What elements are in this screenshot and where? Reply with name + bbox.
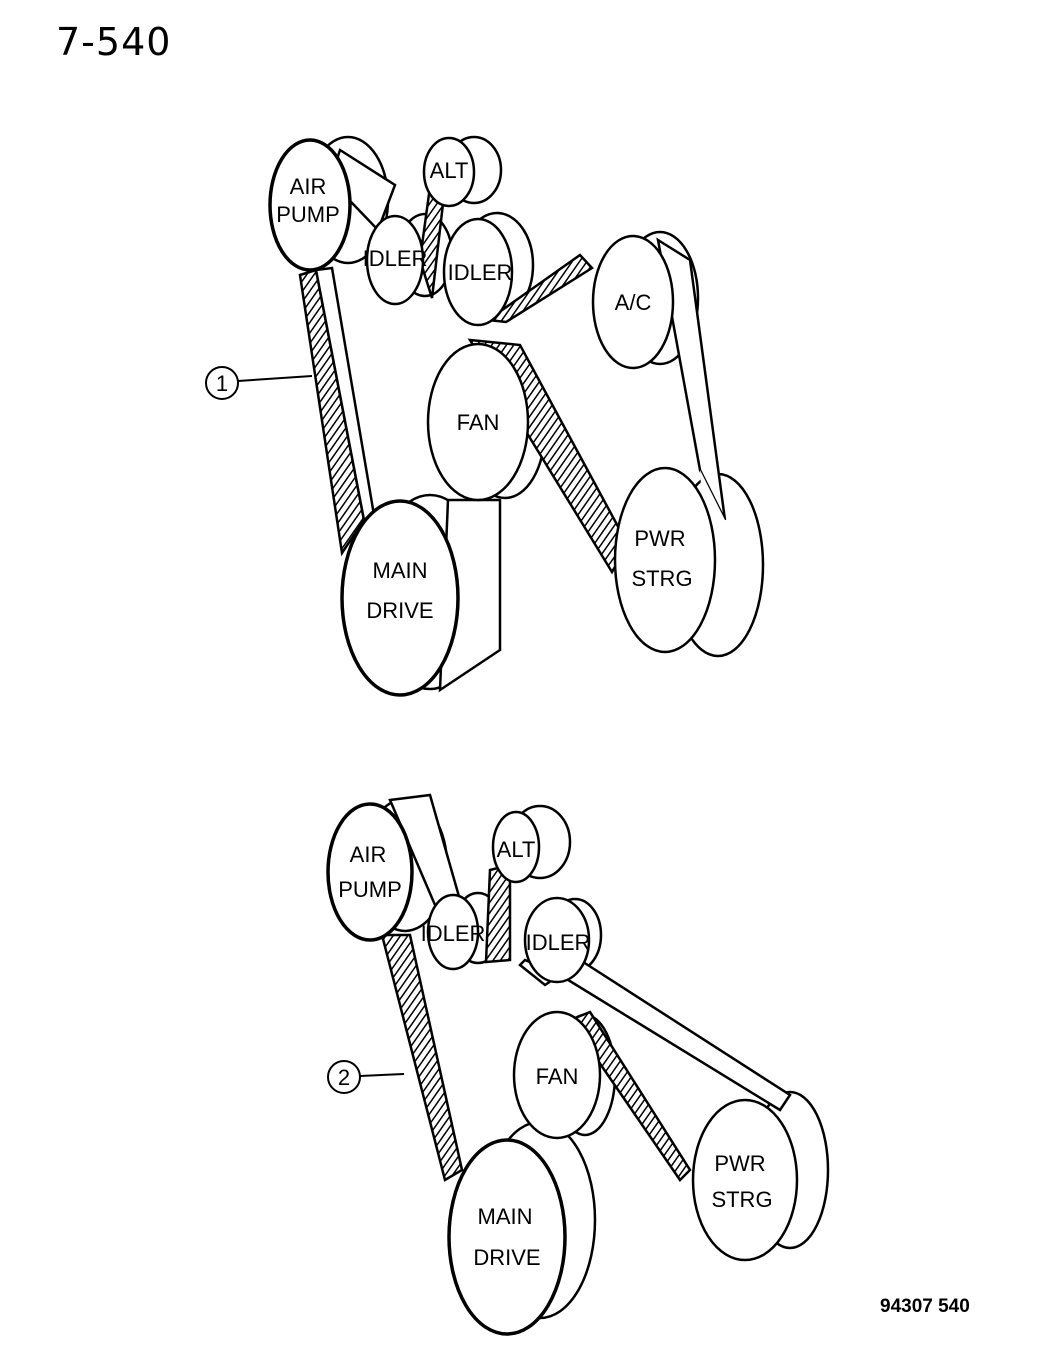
main-drive-label-l2: DRIVE [366,598,433,623]
alt-pulley-2 [491,810,541,884]
air-pump-pulley-2 [326,802,414,942]
air-pump-label-l2: PUMP [276,202,340,227]
idler-right-2-label: IDLER [526,930,591,955]
diagram-1 [205,135,765,697]
idler-left-2-label: IDLER [421,921,486,946]
idler-right-label: IDLER [448,260,513,285]
air-pump-label-l1: AIR [290,174,327,199]
idler-right-pulley [442,217,514,327]
alt-pulley [422,136,476,208]
pwr-strg-pulley-2 [691,1098,799,1262]
figure-code: 94307 540 [880,1296,970,1317]
page-code: 7-540 [56,20,172,64]
fan-pulley [426,342,530,502]
alt-2-label: ALT [497,837,536,862]
fan-2-label: FAN [536,1064,579,1089]
pwr-strg-label-l1: PWR [634,526,685,551]
diagram-1-belt [298,148,760,693]
idler-left-label: IDLER [363,246,428,271]
air-pump-2-label-l1: AIR [350,842,387,867]
diagram-2-pulley-fronts [326,802,799,1336]
main-drive-label-l1: MAIN [373,558,428,583]
callout-1-number: 1 [216,371,228,396]
alt-label: ALT [430,158,469,183]
idler-left-pulley-2 [426,893,480,971]
ac-pulley [591,234,675,370]
air-pump-2-label-l2: PUMP [338,877,402,902]
pwr-strg-pulley [613,466,717,654]
diagram-1-labels: AIR PUMP IDLER ALT IDLER A/C FAN MAIN DR… [216,158,693,623]
diagram-2-labels: AIR PUMP IDLER ALT IDLER FAN MAIN DRIVE … [338,837,773,1270]
main-drive-pulley-2 [447,1138,567,1336]
ac-label: A/C [615,290,652,315]
air-pump-pulley [268,138,352,272]
diagram-1-pulley-fronts [268,136,717,697]
callout-2 [327,1060,405,1094]
pwr-strg-label-l2: STRG [631,566,692,591]
main-drive-2-label-l2: DRIVE [473,1245,540,1270]
main-drive-2-label-l1: MAIN [478,1204,533,1229]
fan-label: FAN [457,410,500,435]
pwr-strg-2-label-l1: PWR [714,1151,765,1176]
diagram-2 [326,793,830,1336]
idler-left-pulley [365,214,425,306]
fan-pulley-2 [512,1010,602,1140]
callout-1 [205,366,313,400]
idler-right-pulley-2 [523,896,591,984]
main-drive-pulley [340,499,460,697]
pwr-strg-2-label-l2: STRG [711,1187,772,1212]
callout-2-number: 2 [338,1065,350,1090]
